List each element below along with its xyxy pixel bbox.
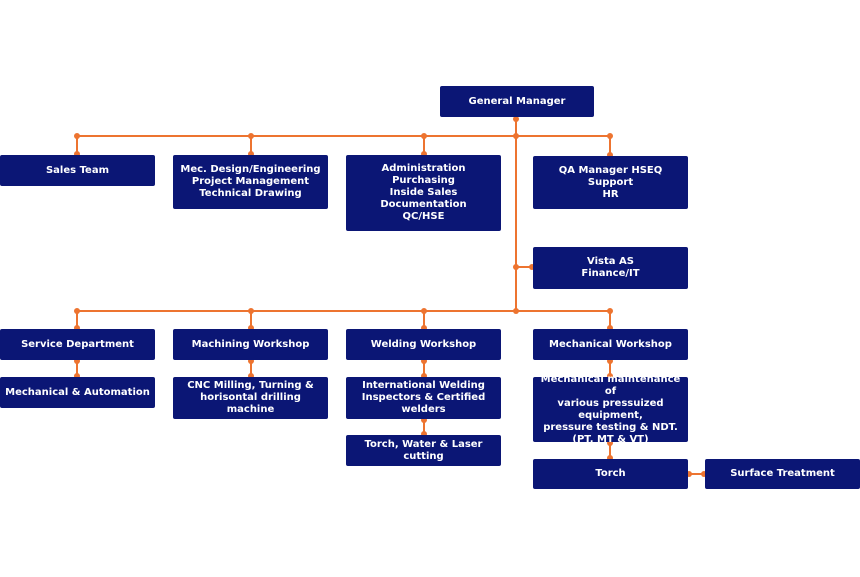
connector-dot xyxy=(607,308,613,314)
welding-workshop-box: Welding Workshop xyxy=(346,329,501,360)
node-label: Torch xyxy=(595,468,626,479)
service-department-box: Service Department xyxy=(0,329,155,360)
node-label: Mechanical maintenance of various pressu… xyxy=(540,373,681,445)
node-label: QA Manager HSEQ Support HR xyxy=(558,164,663,200)
node-label: Service Department xyxy=(21,338,134,350)
connector-dot xyxy=(513,133,519,139)
connector-dot xyxy=(421,308,427,314)
connector-dot xyxy=(248,133,254,139)
sales-team-box: Sales Team xyxy=(0,155,155,186)
node-label: International Welding Inspectors & Certi… xyxy=(361,380,486,415)
cnc-box: CNC Milling, Turning & horisontal drilli… xyxy=(173,377,328,419)
connector-dot xyxy=(607,133,613,139)
node-label: Welding Workshop xyxy=(370,338,477,350)
vista-box: Vista AS Finance/IT xyxy=(533,247,688,289)
connector-dot xyxy=(421,133,427,139)
node-label: Vista AS Finance/IT xyxy=(581,256,640,279)
mechanical-maintenance-box: Mechanical maintenance of various pressu… xyxy=(533,374,688,445)
mechanical-workshop-box: Mechanical Workshop xyxy=(533,329,688,360)
torch-water-laser-box: Torch, Water & Laser cutting xyxy=(346,435,501,466)
node-label: Administration Purchasing Inside Sales D… xyxy=(380,163,467,222)
node-label: CNC Milling, Turning & horisontal drilli… xyxy=(187,380,314,415)
machining-workshop-box: Machining Workshop xyxy=(173,329,328,360)
connector-dot xyxy=(74,133,80,139)
node-label: Surface Treatment xyxy=(730,468,835,479)
connector-dot xyxy=(513,116,519,122)
connector-dot xyxy=(248,308,254,314)
connector-dot xyxy=(513,264,519,270)
qa-manager-box: QA Manager HSEQ Support HR xyxy=(533,156,688,209)
connector-dot xyxy=(513,308,519,314)
mec-design-box: Mec. Design/Engineering Project Manageme… xyxy=(173,155,328,209)
surface-treatment-box: Surface Treatment xyxy=(705,459,860,489)
node-label: Machining Workshop xyxy=(191,338,310,350)
general-manager-box: General Manager xyxy=(440,86,594,117)
node-label: Torch, Water & Laser cutting xyxy=(364,438,483,462)
mechanical-automation-box: Mechanical & Automation xyxy=(0,377,155,408)
node-label: Mechanical Workshop xyxy=(549,338,672,350)
node-label: Sales Team xyxy=(45,164,110,176)
torch-box: Torch xyxy=(533,459,688,489)
welding-inspectors-box: International Welding Inspectors & Certi… xyxy=(346,377,501,419)
node-label: Mec. Design/Engineering Project Manageme… xyxy=(180,164,321,199)
node-label: General Manager xyxy=(468,95,566,107)
connector-dot xyxy=(74,308,80,314)
node-label: Mechanical & Automation xyxy=(5,386,150,398)
administration-box: Administration Purchasing Inside Sales D… xyxy=(346,155,501,231)
